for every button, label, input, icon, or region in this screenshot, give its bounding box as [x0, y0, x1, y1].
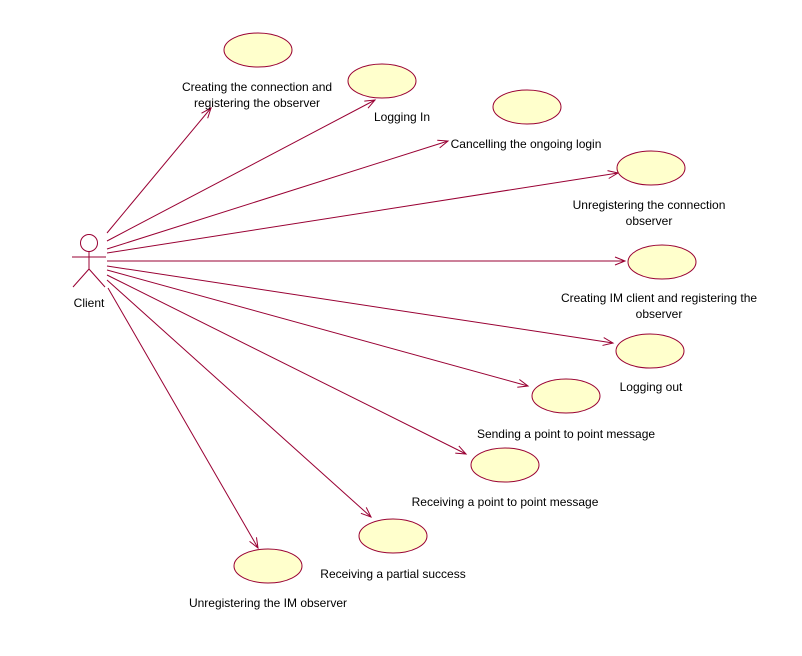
association-uc-cancel-login [106, 139, 450, 250]
arrowhead [249, 537, 259, 550]
association-lines [106, 99, 627, 550]
uc-create-connection[interactable]: Creating the connection and registering t… [182, 32, 332, 110]
use-case-ellipse[interactable] [531, 378, 601, 414]
association-line [106, 140, 449, 250]
arrowhead [360, 507, 373, 518]
association-uc-unregister-im [107, 287, 259, 550]
arrowhead [437, 139, 450, 149]
use-case-label: Cancelling the ongoing login [451, 137, 602, 151]
use-case-label: registering the observer [194, 96, 320, 110]
use-case-label: observer [626, 214, 673, 228]
use-case-ellipse[interactable] [470, 447, 540, 483]
arrowhead [602, 337, 615, 346]
uc-unregister-im[interactable]: Unregistering the IM observer [189, 548, 347, 610]
use-case-ellipse[interactable] [627, 244, 697, 280]
association-uc-unregister-connection [106, 170, 620, 254]
uc-create-im-client[interactable]: Creating IM client and registering the ob… [561, 244, 757, 321]
actor-client[interactable]: Client [72, 234, 106, 311]
association-uc-partial-success [106, 279, 373, 518]
arrowhead [364, 99, 377, 109]
use-case-ellipse[interactable] [615, 333, 685, 369]
association-line [106, 172, 619, 254]
actor-left-leg [72, 268, 90, 288]
use-case-label: Receiving a point to point message [412, 495, 599, 509]
association-line [106, 265, 614, 344]
association-line [106, 269, 529, 387]
use-case-label: Unregistering the IM observer [189, 596, 347, 610]
association-uc-create-connection [106, 106, 212, 234]
uc-send-p2p[interactable]: Sending a point to point message [477, 378, 655, 441]
arrowhead [614, 256, 627, 266]
arrowhead [201, 106, 212, 119]
use-case-ellipse[interactable] [616, 150, 686, 186]
use-case-label: Unregistering the connection [573, 198, 726, 212]
arrowhead [455, 445, 468, 455]
actor-right-leg [88, 268, 106, 288]
association-uc-create-im-client [107, 256, 627, 266]
use-case-ellipse[interactable] [223, 32, 293, 68]
association-line [106, 107, 212, 234]
use-case-label: Creating IM client and registering the [561, 291, 757, 305]
association-line [106, 274, 467, 455]
use-case-ellipse[interactable] [492, 89, 562, 125]
use-case-label: Creating the connection and [182, 80, 332, 94]
uc-cancel-login[interactable]: Cancelling the ongoing login [451, 89, 602, 151]
use-case-label: observer [636, 307, 683, 321]
uc-logging-out[interactable]: Logging out [615, 333, 685, 394]
association-uc-logging-in [106, 99, 377, 242]
association-line [106, 279, 372, 518]
use-case-label: Logging out [620, 380, 683, 394]
use-case-label: Receiving a partial success [320, 567, 465, 581]
use-case-label: Logging In [374, 110, 430, 124]
actor-head [80, 234, 98, 252]
uc-logging-in[interactable]: Logging In [347, 63, 430, 124]
association-line [107, 287, 259, 549]
association-uc-logging-out [106, 265, 615, 346]
use-case-ellipse[interactable] [358, 518, 428, 554]
actor-label: Client [74, 296, 105, 310]
uc-unregister-connection[interactable]: Unregistering the connection observer [573, 150, 726, 228]
association-line [106, 99, 376, 242]
use-case-ellipse[interactable] [347, 63, 417, 99]
uc-receive-p2p[interactable]: Receiving a point to point message [412, 447, 599, 509]
uc-partial-success[interactable]: Receiving a partial success [320, 518, 466, 581]
use-case-label: Sending a point to point message [477, 427, 655, 441]
association-uc-send-p2p [106, 269, 530, 388]
use-case-ellipse[interactable] [233, 548, 303, 584]
association-uc-receive-p2p [106, 274, 468, 455]
use-cases: Creating the connection and registering t… [182, 32, 757, 610]
arrowhead [517, 379, 530, 388]
